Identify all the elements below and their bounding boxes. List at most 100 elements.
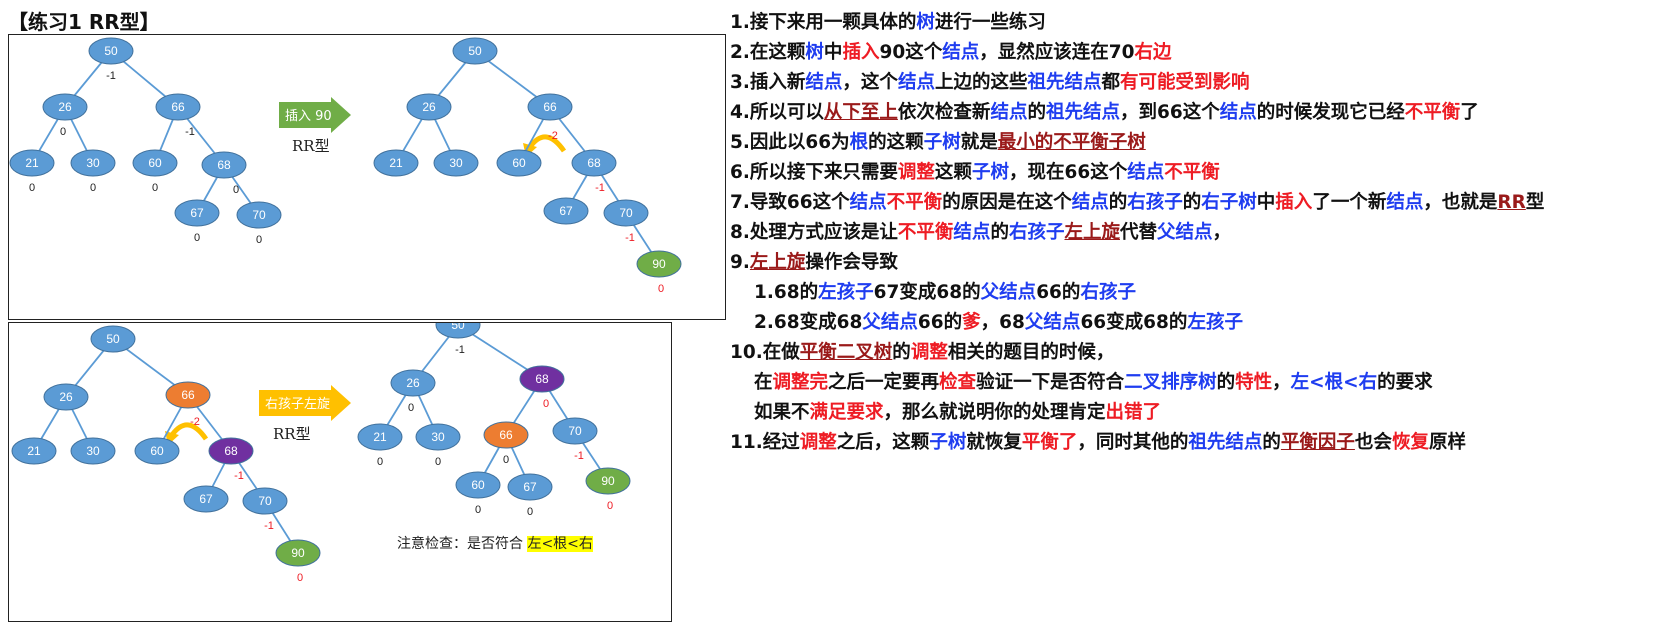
step-text: 上边的这些 (934, 72, 1028, 93)
step-text: 结点 (849, 192, 887, 213)
balance-factor: 0 (256, 234, 262, 246)
step-text: 5.因此以66为 (730, 132, 850, 153)
tree-node-68 (571, 149, 617, 177)
step-text: 树 (916, 12, 935, 33)
step-text: 结点 (1219, 102, 1257, 123)
tree-node-label: 60 (148, 156, 162, 170)
tree-node-label: 50 (451, 323, 465, 332)
step-text: 不平衡 (897, 222, 954, 243)
step-text: 中 (1256, 192, 1276, 213)
step-line: 8.处理方式应该是让不平衡结点的右孩子左上旋代替父结点， (730, 218, 1231, 244)
step-text: 66变成68的 (1080, 312, 1188, 333)
tree-node-26 (43, 383, 89, 411)
step-text: 祖先结点 (1027, 72, 1102, 93)
tree-node-label: 26 (406, 376, 420, 390)
step-text: ，显然应该连在70 (979, 42, 1135, 63)
step-line: 在调整完之后一定要再检查验证一下是否符合二叉排序树的特性，左<根<右的要求 (754, 368, 1433, 394)
step-text: 66的 (1036, 282, 1081, 303)
step-text: 右孩子 (1127, 192, 1183, 213)
step-text: ， (1212, 222, 1232, 243)
step-line: 2.68变成68父结点66的爹，68父结点66变成68的左孩子 (754, 308, 1243, 334)
balance-factor: -1 (106, 70, 116, 82)
step-text: 右边 (1134, 42, 1172, 63)
step-text: 从下至上 (823, 102, 898, 123)
balance-factor: 0 (297, 572, 303, 584)
balance-factor: -1 (264, 520, 274, 532)
step-text: 3.插入新 (730, 72, 806, 93)
step-text: 1.68的 (754, 282, 819, 303)
tree-node-60 (496, 149, 542, 177)
tree-node-21 (373, 149, 419, 177)
balance-factor: -1 (455, 344, 465, 356)
balance-factor: 0 (152, 182, 158, 194)
step-text: 祖先结点 (1045, 102, 1120, 123)
step-text: 插入 (1275, 192, 1313, 213)
balance-factor: 0 (194, 232, 200, 244)
tree-node-50 (452, 37, 498, 65)
tree-node-50 (435, 323, 481, 339)
tree-node-label: 26 (58, 100, 72, 114)
balance-factor: 0 (475, 504, 481, 516)
step-text: 结点 (1127, 162, 1165, 183)
step-text: 有可能受到影响 (1120, 72, 1250, 93)
tree-node-label: 90 (291, 546, 305, 560)
tree-node-label: 66 (181, 388, 195, 402)
step-text: 左<根<右 (1290, 372, 1378, 393)
step-text: 也会 (1354, 432, 1392, 453)
step-text: 都 (1101, 72, 1120, 93)
step-text: 的 (1216, 372, 1236, 393)
rotate-left-arrow: 右孩子左旋 (259, 385, 351, 421)
balance-factor: -1 (185, 126, 195, 138)
balance-factor: 0 (658, 283, 664, 295)
step-text: 出错了 (1105, 402, 1162, 423)
tree-node-60 (455, 471, 501, 499)
step-text: 的这颗 (868, 132, 924, 153)
tree-node-70 (552, 417, 598, 445)
tree-node-label: 21 (27, 444, 41, 458)
tree-node-label: 26 (59, 390, 73, 404)
step-text: ，也就是 (1423, 192, 1498, 213)
step-text: 就恢复 (966, 432, 1022, 453)
step-text: 11.经过 (730, 432, 800, 453)
tree-node-30 (433, 149, 479, 177)
rotate-left-arrow-label: 右孩子左旋 (265, 397, 330, 412)
tree-node-26 (406, 93, 452, 121)
balance-factor: 0 (377, 456, 383, 468)
tree-node-66 (155, 93, 201, 121)
step-text: 调整 (897, 162, 935, 183)
balance-factor: -1 (234, 470, 244, 482)
step-text: 的 (1027, 102, 1046, 123)
step-text: 结点 (1386, 192, 1424, 213)
tree-node-label: 68 (535, 372, 549, 386)
step-text: 的要求 (1377, 372, 1433, 393)
balance-factor: 0 (435, 456, 441, 468)
step-text: 不平衡 (1404, 102, 1461, 123)
tree-node-21 (357, 423, 403, 451)
step-text: 右子树 (1201, 192, 1257, 213)
tree-node-label: 30 (449, 156, 463, 170)
step-text: 的时候发现它已经 (1256, 102, 1405, 123)
tree-node-label: 30 (86, 444, 100, 458)
step-line: 3.插入新结点，这个结点上边的这些祖先结点都有可能受到影响 (730, 68, 1250, 94)
step-text: 的 (1182, 192, 1202, 213)
step-line: 7.导致66这个结点不平衡的原因是在这个结点的右孩子的右子树中插入了一个新结点，… (730, 188, 1544, 214)
tree-node-67 (507, 473, 553, 501)
step-text: RR (1497, 192, 1526, 213)
step-text: ，68 (980, 312, 1025, 333)
step-text: 相关的题目的时候， (947, 342, 1115, 363)
step-text: 检查 (939, 372, 977, 393)
step-text: 父结点 (1157, 222, 1213, 243)
check-note: 注意检查：是否符合 左<根<右 (397, 533, 593, 553)
check-note-text: 注意检查：是否符合 (397, 536, 528, 552)
balance-factor: 0 (503, 454, 509, 466)
step-text: 1.接下来用一颗具体的 (730, 12, 917, 33)
step-line: 4.所以可以从下至上依次检查新结点的祖先结点，到66这个结点的时候发现它已经不平… (730, 98, 1479, 124)
tree-node-label: 21 (25, 156, 39, 170)
step-text: 8.处理方式应该是让 (730, 222, 898, 243)
step-text: 父结点 (862, 312, 918, 333)
step-text: 爹 (962, 312, 981, 333)
step-text: ，同时其他的 (1077, 432, 1189, 453)
tree-node-50 (88, 37, 134, 65)
